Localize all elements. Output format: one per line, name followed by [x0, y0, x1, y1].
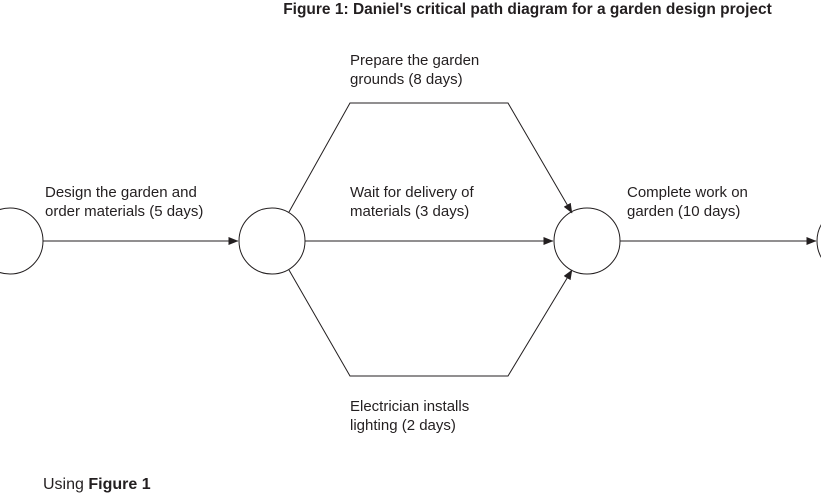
label-design: Design the garden and order materials (5…	[45, 183, 203, 221]
label-complete: Complete work on garden (10 days)	[627, 183, 748, 221]
label-complete-line2: garden (10 days)	[627, 203, 741, 220]
question-intro: Using Figure 1	[43, 475, 151, 494]
label-prepare: Prepare the garden grounds (8 days)	[350, 51, 479, 89]
label-prepare-line2: grounds (8 days)	[350, 71, 463, 88]
label-complete-line1: Complete work on	[627, 184, 748, 201]
node-3	[553, 207, 621, 275]
label-lighting: Electrician installs lighting (2 days)	[350, 397, 469, 435]
node-start	[0, 207, 44, 275]
label-delivery: Wait for delivery of materials (3 days)	[350, 183, 474, 221]
arrow-lighting	[288, 269, 573, 377]
critical-path-diagram	[0, 102, 821, 377]
label-delivery-line1: Wait for delivery of	[350, 184, 474, 201]
label-prepare-line1: Prepare the garden	[350, 52, 480, 69]
figure-title: Figure 1: Daniel's critical path diagram…	[283, 1, 772, 18]
question-prefix: Using	[43, 476, 84, 493]
arrow-prepare	[288, 102, 573, 214]
label-lighting-line1: Electrician installs	[350, 398, 470, 415]
node-2	[238, 207, 306, 275]
label-design-line2: order materials (5 days)	[45, 203, 204, 220]
node-end	[816, 224, 821, 258]
label-lighting-line2: lighting (2 days)	[350, 417, 456, 434]
label-design-line1: Design the garden and	[45, 184, 197, 201]
question-figure-ref: Figure 1	[88, 476, 151, 493]
label-delivery-line2: materials (3 days)	[350, 203, 470, 220]
